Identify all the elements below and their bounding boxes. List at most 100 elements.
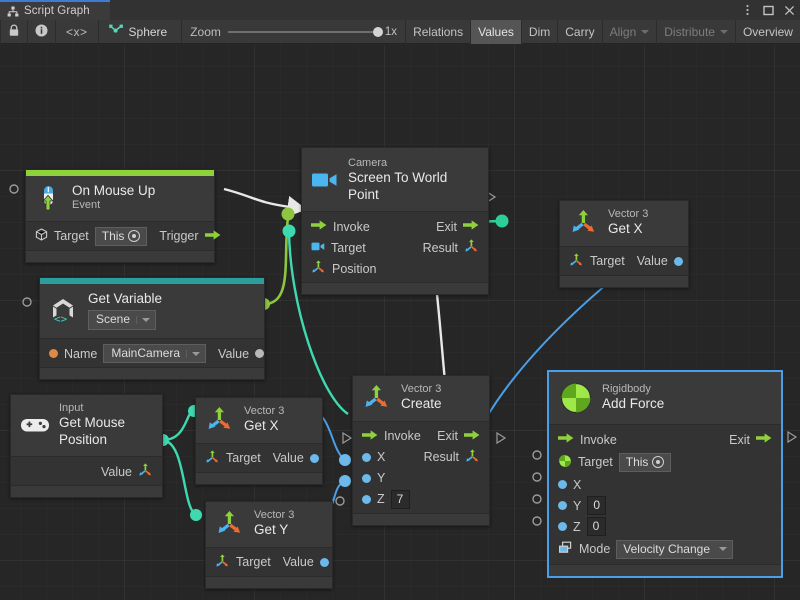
toolbar-label-align: Align [609, 25, 637, 39]
zoom-control[interactable]: Zoom 1x [182, 20, 407, 44]
node-name: Get Variable [88, 291, 163, 306]
node-body: Value [11, 457, 162, 486]
node-rigidbody-add-force[interactable]: Rigidbody Add Force Invoke Exit [548, 371, 782, 577]
port-dot-name[interactable] [49, 349, 58, 359]
row-mode: Mode Velocity Change [549, 537, 781, 561]
node-on-mouse-up[interactable]: On Mouse Up Event Target This Trigger [25, 169, 220, 263]
node-vector3-get-x-mid[interactable]: Vector 3 Get X Target Value [195, 397, 323, 485]
toolbar-item-dim[interactable]: Dim [522, 20, 559, 44]
port-dot-z[interactable] [362, 494, 371, 504]
variable-kind-label: Scene [96, 312, 131, 327]
target-picker-icon[interactable] [128, 229, 141, 242]
node-vector3-create[interactable]: Vector 3 Create Invoke Exit [352, 375, 490, 526]
vector3-port-icon [138, 463, 153, 480]
graph-object-label: Sphere [128, 25, 168, 39]
node-name: Screen To World Point [348, 170, 448, 202]
port-dot-value[interactable] [673, 256, 683, 266]
row-target-value: Target Value [206, 552, 332, 573]
port-dot-value[interactable] [309, 453, 319, 463]
tab-label: Script Graph [24, 5, 90, 17]
row-target-result: Target Result [302, 237, 488, 258]
vector3-port-icon [205, 450, 220, 467]
maximize-button[interactable] [762, 4, 774, 16]
port-dot-x[interactable] [362, 452, 371, 462]
row-y: Y 0 [549, 495, 781, 516]
node-name: Get Y [254, 522, 289, 538]
more-options-button[interactable] [741, 4, 753, 16]
node-name: Get X [608, 221, 643, 237]
port-dot-x[interactable] [558, 480, 567, 489]
field-input-z[interactable]: 7 [390, 489, 410, 509]
zoom-slider[interactable] [227, 27, 383, 37]
info-toggle[interactable] [28, 20, 56, 44]
tab-script-graph[interactable]: Script Graph [0, 0, 110, 20]
row-x: X [549, 474, 781, 495]
port-dot-z[interactable] [558, 522, 567, 531]
node-header: Input Get Mouse Position [11, 395, 162, 458]
node-screen-to-world-point[interactable]: Camera Screen To World Point Invoke Exit [301, 147, 489, 296]
node-name: On Mouse Up [72, 183, 156, 198]
code-view-button[interactable]: <x> [56, 20, 99, 44]
lock-icon [8, 24, 20, 40]
variable-kind-dropdown[interactable]: Scene [88, 310, 157, 331]
node-get-mouse-position[interactable]: Input Get Mouse Position Value [10, 394, 163, 499]
node-header: On Mouse Up Event [26, 176, 214, 222]
port-dot-value[interactable] [255, 349, 265, 359]
node-title-block: Vector 3 Get X [244, 405, 284, 435]
window-buttons [741, 0, 795, 20]
toolbar-label-overview: Overview [742, 25, 793, 39]
mouse-up-event-icon [35, 184, 63, 212]
mode-dropdown[interactable]: Velocity Change [616, 539, 734, 559]
port-dot-value[interactable] [319, 557, 329, 567]
camera-icon [311, 170, 339, 190]
node-vector3-get-y-mid[interactable]: Vector 3 Get Y Target Value [205, 501, 333, 589]
gamepad-icon [20, 414, 50, 436]
target-value-button[interactable]: This [618, 452, 672, 472]
variable-name-value: MainCamera [111, 346, 181, 361]
zoom-slider-knob[interactable] [372, 27, 383, 37]
chevron-down-icon [641, 30, 650, 34]
node-footer [206, 575, 332, 588]
toolbar-item-distribute[interactable]: Distribute [657, 20, 736, 44]
field-label-x: X [573, 477, 582, 492]
node-body: Invoke Exit Target This [549, 425, 781, 564]
vector3-port-icon [569, 253, 584, 270]
flow-arrow-icon [463, 219, 479, 234]
port-label-invoke: Invoke [333, 219, 370, 234]
node-title-block: On Mouse Up Event [72, 183, 155, 213]
node-title-block: Get Variable Scene [88, 291, 163, 331]
node-get-variable[interactable]: <> Get Variable Scene Name [39, 277, 265, 381]
node-accent-bar [40, 278, 264, 284]
port-dot-y[interactable] [362, 473, 371, 483]
port-label-value: Value [282, 555, 314, 570]
toolbar-item-relations[interactable]: Relations [406, 20, 472, 44]
toolbar-item-align[interactable]: Align [603, 20, 658, 44]
port-label-name: Name [64, 346, 98, 361]
toolbar-item-values[interactable]: Values [471, 20, 522, 44]
target-picker-icon[interactable] [652, 455, 665, 468]
graph-object-button[interactable]: Sphere [99, 20, 183, 44]
graph-toolbar: <x> Sphere Zoom 1x Relations Values Dim … [0, 20, 800, 44]
port-dot-y[interactable] [558, 501, 567, 510]
row-invoke-exit: Invoke Exit [302, 216, 488, 237]
row-y: Y [353, 468, 489, 489]
lock-toggle[interactable] [0, 20, 28, 44]
node-header: <> Get Variable Scene [40, 284, 264, 340]
node-title-block: Input Get Mouse Position [59, 402, 153, 448]
port-label-exit: Exit [729, 432, 750, 447]
variable-name-dropdown[interactable]: MainCamera [103, 344, 207, 364]
toolbar-item-overview[interactable]: Overview [736, 20, 800, 44]
field-input-y[interactable]: 0 [587, 496, 607, 515]
target-value-button[interactable]: This [94, 226, 148, 246]
node-vector3-get-x-top[interactable]: Vector 3 Get X Target Value [559, 200, 689, 288]
row-z: Z 0 [549, 516, 781, 537]
toolbar-item-carry[interactable]: Carry [558, 20, 603, 44]
vector3-icon [205, 406, 235, 434]
field-input-z[interactable]: 0 [586, 517, 606, 536]
graph-canvas[interactable]: On Mouse Up Event Target This Trigger [0, 45, 800, 600]
svg-text:<>: <> [54, 312, 68, 325]
field-label-mode: Mode [579, 542, 611, 556]
node-footer [11, 485, 162, 498]
close-button[interactable] [783, 4, 795, 16]
